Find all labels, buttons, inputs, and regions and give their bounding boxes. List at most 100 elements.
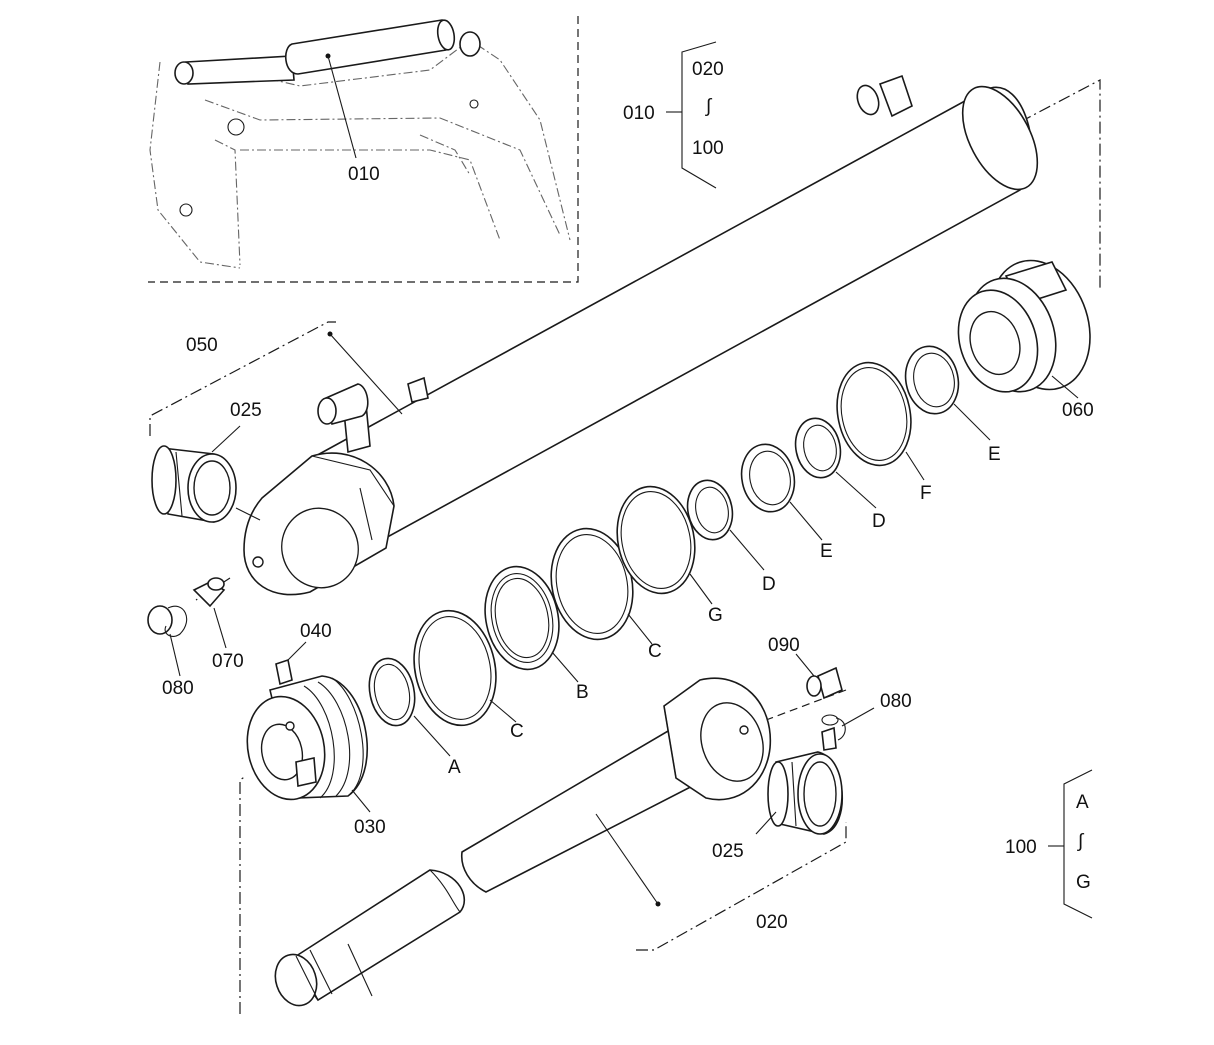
seal-g-ring (616, 485, 696, 595)
set-screw-040 (275, 641, 307, 686)
seal-e2-leader (953, 403, 991, 441)
seal-d1-leader (729, 529, 765, 571)
cap-left-callout-leader (169, 633, 181, 677)
seal-c2-leader (627, 613, 653, 645)
barrel-base-eye-bore (281, 507, 359, 589)
nipple-hex (207, 577, 225, 591)
callout-060: 060 (1062, 400, 1094, 421)
rod-lower-step (347, 943, 373, 997)
range-bracket-010: 010 020 ∫ 100 (623, 41, 724, 189)
seal-b-leader (551, 651, 579, 683)
cap-right-body (821, 726, 837, 751)
fitting-nut (806, 675, 822, 697)
rod-eye-bore (700, 702, 764, 782)
callout-030: 030 (354, 817, 386, 838)
seal-d2-leader (835, 471, 877, 509)
callout-025-top: 025 (230, 400, 262, 421)
callout-070: 070 (212, 651, 244, 672)
group-bracket-top-right (1019, 79, 1101, 290)
callout-025-bottom: 025 (712, 841, 744, 862)
range-bracket-100-line (1063, 769, 1093, 919)
seal-b-inner-2 (494, 577, 550, 659)
callout-090: 090 (768, 635, 800, 656)
piston-bore (260, 723, 304, 781)
inset-cylinder-base-eye (459, 31, 481, 57)
seal-d2-ring (794, 417, 842, 479)
seal-f-ring (836, 361, 912, 467)
callout-040: 040 (300, 621, 332, 642)
seal-e1-inner (749, 450, 791, 506)
barrel-port-base-nut (317, 397, 337, 425)
seal-e1-leader (789, 501, 823, 541)
seal-e1-ring (740, 443, 796, 513)
inset-boom-outline-inner (214, 139, 241, 266)
inset-boom-bracket (419, 134, 471, 176)
seal-d1-inner (695, 486, 729, 534)
seal-c1-ring (413, 609, 497, 727)
seal-c1-leader (489, 699, 517, 723)
seal-label-a: A (448, 757, 461, 778)
range-100-tilde: ∫ (1077, 831, 1085, 852)
piston-groove-3 (331, 677, 364, 795)
seal-g-leader (689, 573, 713, 605)
gland-bore (969, 310, 1021, 376)
range-100-id: 100 (1005, 837, 1037, 858)
seal-d1-ring (686, 479, 734, 541)
rod-upper-segment (461, 722, 710, 893)
group-bracket-050 (149, 321, 336, 436)
piston-keyway (295, 757, 317, 787)
seal-label-d1: D (762, 574, 776, 595)
bushing-025-bottom (755, 751, 843, 835)
inset-cylinder-barrel (285, 19, 454, 75)
seal-label-e2: E (988, 444, 1001, 465)
bushing-top-groove (175, 451, 183, 517)
seal-f-inner (840, 366, 908, 462)
seal-g-inner (620, 491, 692, 589)
cap-left-body (147, 605, 173, 635)
inset-pivot-left (227, 118, 245, 136)
barrel-port-rod (878, 74, 913, 118)
range-010-from: 020 (692, 59, 724, 80)
seal-a-ring (368, 657, 416, 727)
piston-groove-1 (317, 681, 351, 797)
cap-right-callout-leader (841, 707, 875, 727)
cap-left-strap (164, 605, 188, 637)
piston-rod-020 (274, 677, 772, 1007)
seal-label-f: F (920, 483, 932, 504)
seal-a-leader (413, 715, 451, 757)
grease-nipple-070 (192, 577, 227, 649)
seal-label-g: G (708, 605, 723, 626)
barrel-tube (310, 86, 1033, 542)
grease-cap-080-right (821, 707, 875, 751)
seal-e2-ring (904, 345, 960, 415)
inset-cylinder (174, 19, 481, 85)
seal-label-e1: E (820, 541, 833, 562)
seal-f-leader (905, 451, 925, 481)
range-010-id: 010 (623, 103, 655, 124)
seal-b-ring (484, 565, 560, 671)
screw-body (275, 658, 293, 686)
nipple-callout-leader (213, 607, 227, 649)
group-bracket-020 (636, 822, 847, 951)
seal-b-inner (490, 572, 554, 664)
bushing-top-callout-leader (211, 425, 241, 453)
barrel-grease-hole (252, 556, 264, 568)
cap-right-strap (835, 717, 846, 741)
screw-callout-leader (287, 641, 307, 661)
cylinder-barrel-050 (243, 74, 1039, 596)
gland-060 (957, 259, 1091, 399)
seal-d2-inner (803, 424, 837, 472)
inset-boom-outline-lower (240, 149, 501, 241)
inset-pivot-right (469, 99, 479, 109)
inset-boom-outline-top (184, 39, 571, 241)
callout-080-right: 080 (880, 691, 912, 712)
barrel-port-rod-nut (856, 84, 880, 116)
piston-030 (246, 675, 371, 813)
range-010-tilde: ∫ (705, 96, 713, 117)
inset-cylinder-rod (185, 55, 295, 85)
fitting-elbow (817, 666, 843, 700)
inset-cylinder-end (436, 19, 456, 51)
bushing-bottom-back-rim (767, 761, 789, 827)
